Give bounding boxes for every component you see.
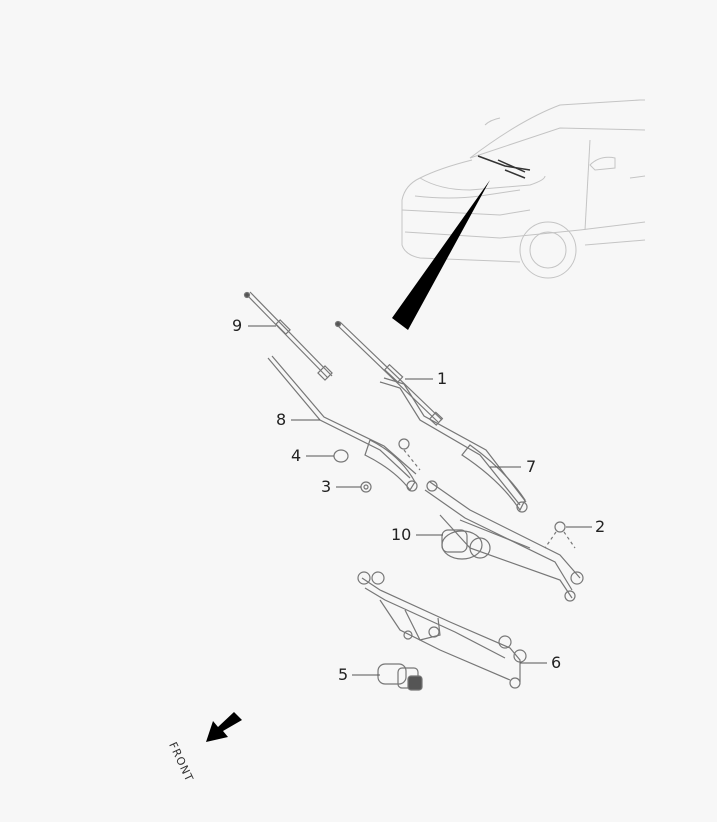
part-bolt-upper (398, 438, 421, 471)
wiper-on-vehicle (477, 155, 531, 179)
callout-9: 9 (232, 316, 243, 335)
part-3-nut (360, 481, 372, 493)
callout-7: 7 (526, 457, 537, 476)
callout-1: 1 (437, 369, 448, 388)
leader-lines (248, 325, 592, 676)
vehicle-illustration (401, 99, 646, 279)
callout-4: 4 (291, 446, 302, 465)
callout-2: 2 (595, 517, 606, 536)
front-arrow-icon (206, 712, 242, 742)
part-10-motor-linkage (424, 480, 584, 602)
callout-6: 6 (551, 653, 562, 672)
part-5-motor (377, 663, 423, 691)
part-8-wiper-arm (267, 355, 418, 492)
parts (243, 291, 584, 691)
callout-10: 10 (391, 525, 412, 544)
callout-5: 5 (338, 665, 349, 684)
callout-3: 3 (321, 477, 332, 496)
part-1-wiper-blade (334, 320, 444, 426)
part-9-wiper-blade (243, 291, 333, 381)
pointer-arrow (392, 180, 490, 330)
part-2-bolt (544, 521, 576, 549)
part-7-wiper-arm (379, 377, 528, 513)
part-4-cap (333, 449, 349, 463)
callout-8: 8 (276, 410, 287, 429)
part-6-linkage (357, 571, 527, 689)
